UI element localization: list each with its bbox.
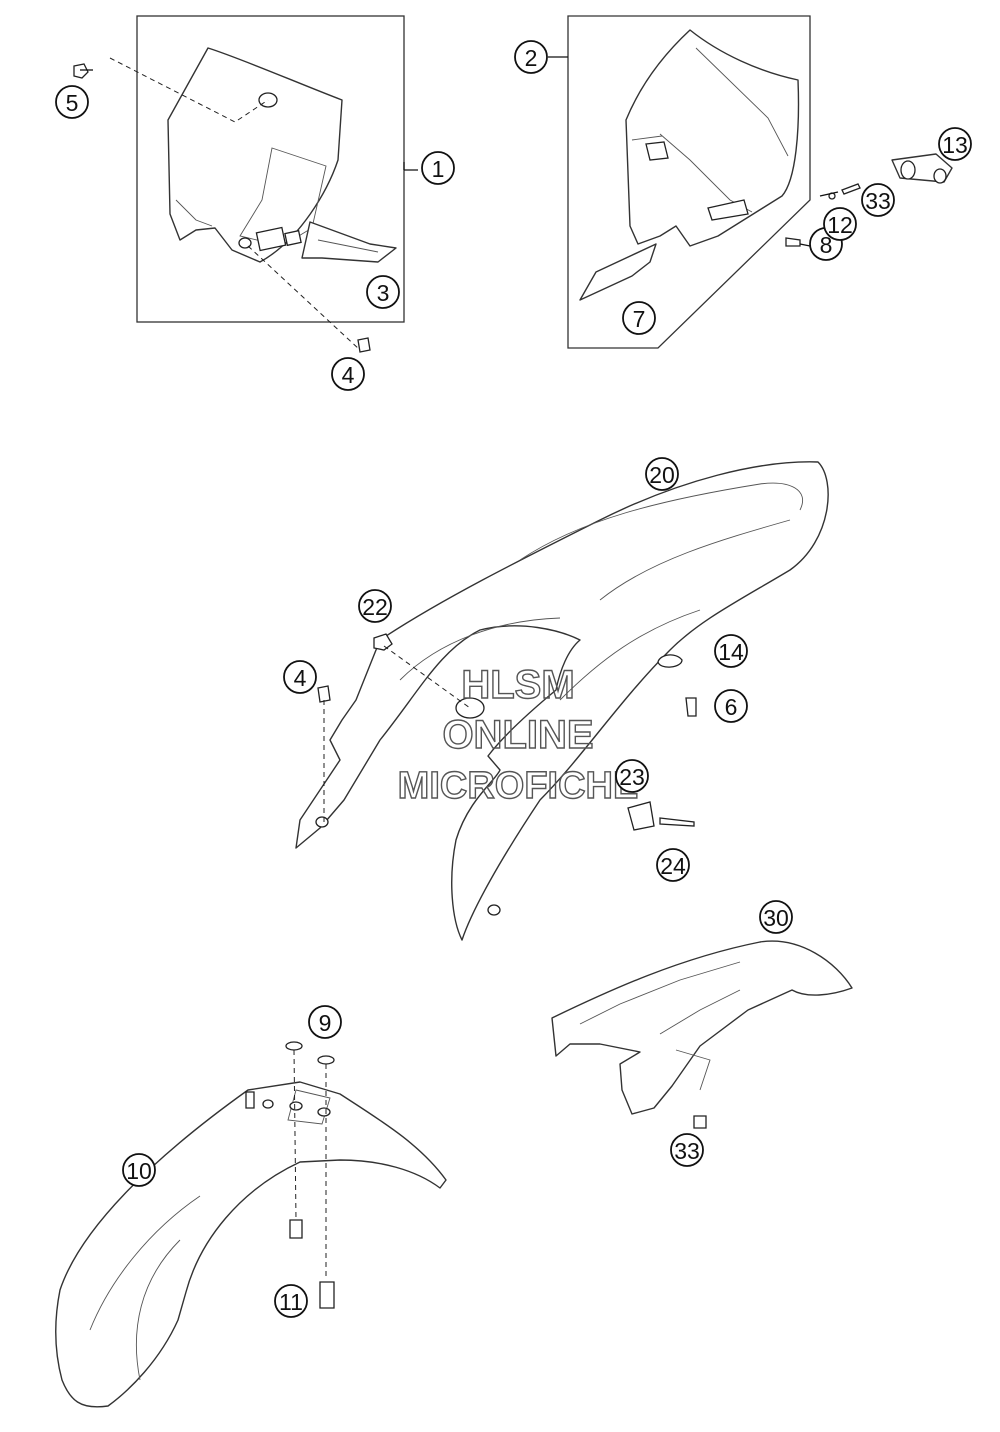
callout-6-label: 6 (725, 694, 738, 720)
callout-6[interactable]: 6 (714, 689, 748, 723)
callout-24-label: 24 (660, 853, 686, 879)
callout-1[interactable]: 1 (421, 151, 455, 185)
callout-11[interactable]: 11 (274, 1284, 308, 1318)
callout-8-label: 8 (820, 232, 833, 258)
decal-part-7[interactable] (579, 243, 657, 301)
callout-7[interactable]: 7 (622, 301, 656, 335)
callout-4-top[interactable]: 4 (331, 357, 365, 391)
callout-2-label: 2 (525, 45, 538, 71)
clamp-hardware (785, 153, 953, 247)
front-fender-group (55, 1041, 447, 1408)
callout-22-label: 22 (362, 594, 388, 620)
callout-10[interactable]: 10 (122, 1153, 156, 1187)
callout-22[interactable]: 22 (358, 589, 392, 623)
rear-fender-group (295, 461, 829, 941)
callout-30[interactable]: 30 (759, 900, 793, 934)
headlight-mask-part[interactable] (625, 29, 800, 247)
callout-9-label: 9 (319, 1010, 332, 1036)
callout-13[interactable]: 13 (938, 127, 972, 161)
front-fender-part[interactable] (55, 1081, 447, 1408)
fender-insert-part[interactable] (551, 940, 853, 1115)
callout-5-label: 5 (66, 90, 79, 116)
watermark-line3: MICROFICHE (398, 765, 639, 807)
headlight-mask-group (548, 15, 811, 349)
callout-20[interactable]: 20 (645, 457, 679, 491)
callout-33-bottom[interactable]: 33 (670, 1133, 704, 1167)
callout-2[interactable]: 2 (514, 40, 548, 74)
rear-fender-part[interactable] (295, 461, 829, 941)
callout-1-label: 1 (432, 156, 445, 182)
callout-3-label: 3 (377, 280, 390, 306)
callout-9[interactable]: 9 (308, 1005, 342, 1039)
headlight-mask-frame (567, 15, 811, 349)
callout-3[interactable]: 3 (366, 275, 400, 309)
callout-11-label: 11 (279, 1289, 303, 1315)
watermark: HLSM ONLINE MICROFICHE (397, 662, 639, 807)
callout-23-label: 23 (619, 764, 645, 790)
callout-30-label: 30 (763, 905, 789, 931)
callout-14-label: 14 (718, 639, 744, 665)
callout-24[interactable]: 24 (656, 848, 690, 882)
watermark-line2: ONLINE (442, 713, 593, 757)
callout-12[interactable]: 12 (823, 207, 857, 241)
callout-10-label: 10 (126, 1158, 152, 1184)
callout-33-top-label: 33 (865, 188, 891, 214)
fender-insert-group (551, 940, 853, 1129)
number-plate-part[interactable] (167, 47, 343, 263)
callout-20-label: 20 (649, 462, 675, 488)
callout-4-mid-label: 4 (294, 665, 307, 691)
number-plate-group (73, 15, 418, 353)
watermark-line1: HLSM (461, 663, 574, 707)
callout-13-label: 13 (942, 132, 968, 158)
callout-7-label: 7 (633, 306, 646, 332)
callout-14[interactable]: 14 (714, 634, 748, 668)
decal-part-3[interactable] (301, 221, 397, 263)
callout-33-top[interactable]: 33 (861, 183, 895, 217)
callout-33-bottom-label: 33 (674, 1138, 700, 1164)
callout-5[interactable]: 5 (55, 85, 89, 119)
callout-4-mid[interactable]: 4 (283, 660, 317, 694)
callout-12-label: 12 (827, 212, 853, 238)
callout-4-top-label: 4 (342, 362, 355, 388)
callout-23[interactable]: 23 (615, 759, 649, 793)
